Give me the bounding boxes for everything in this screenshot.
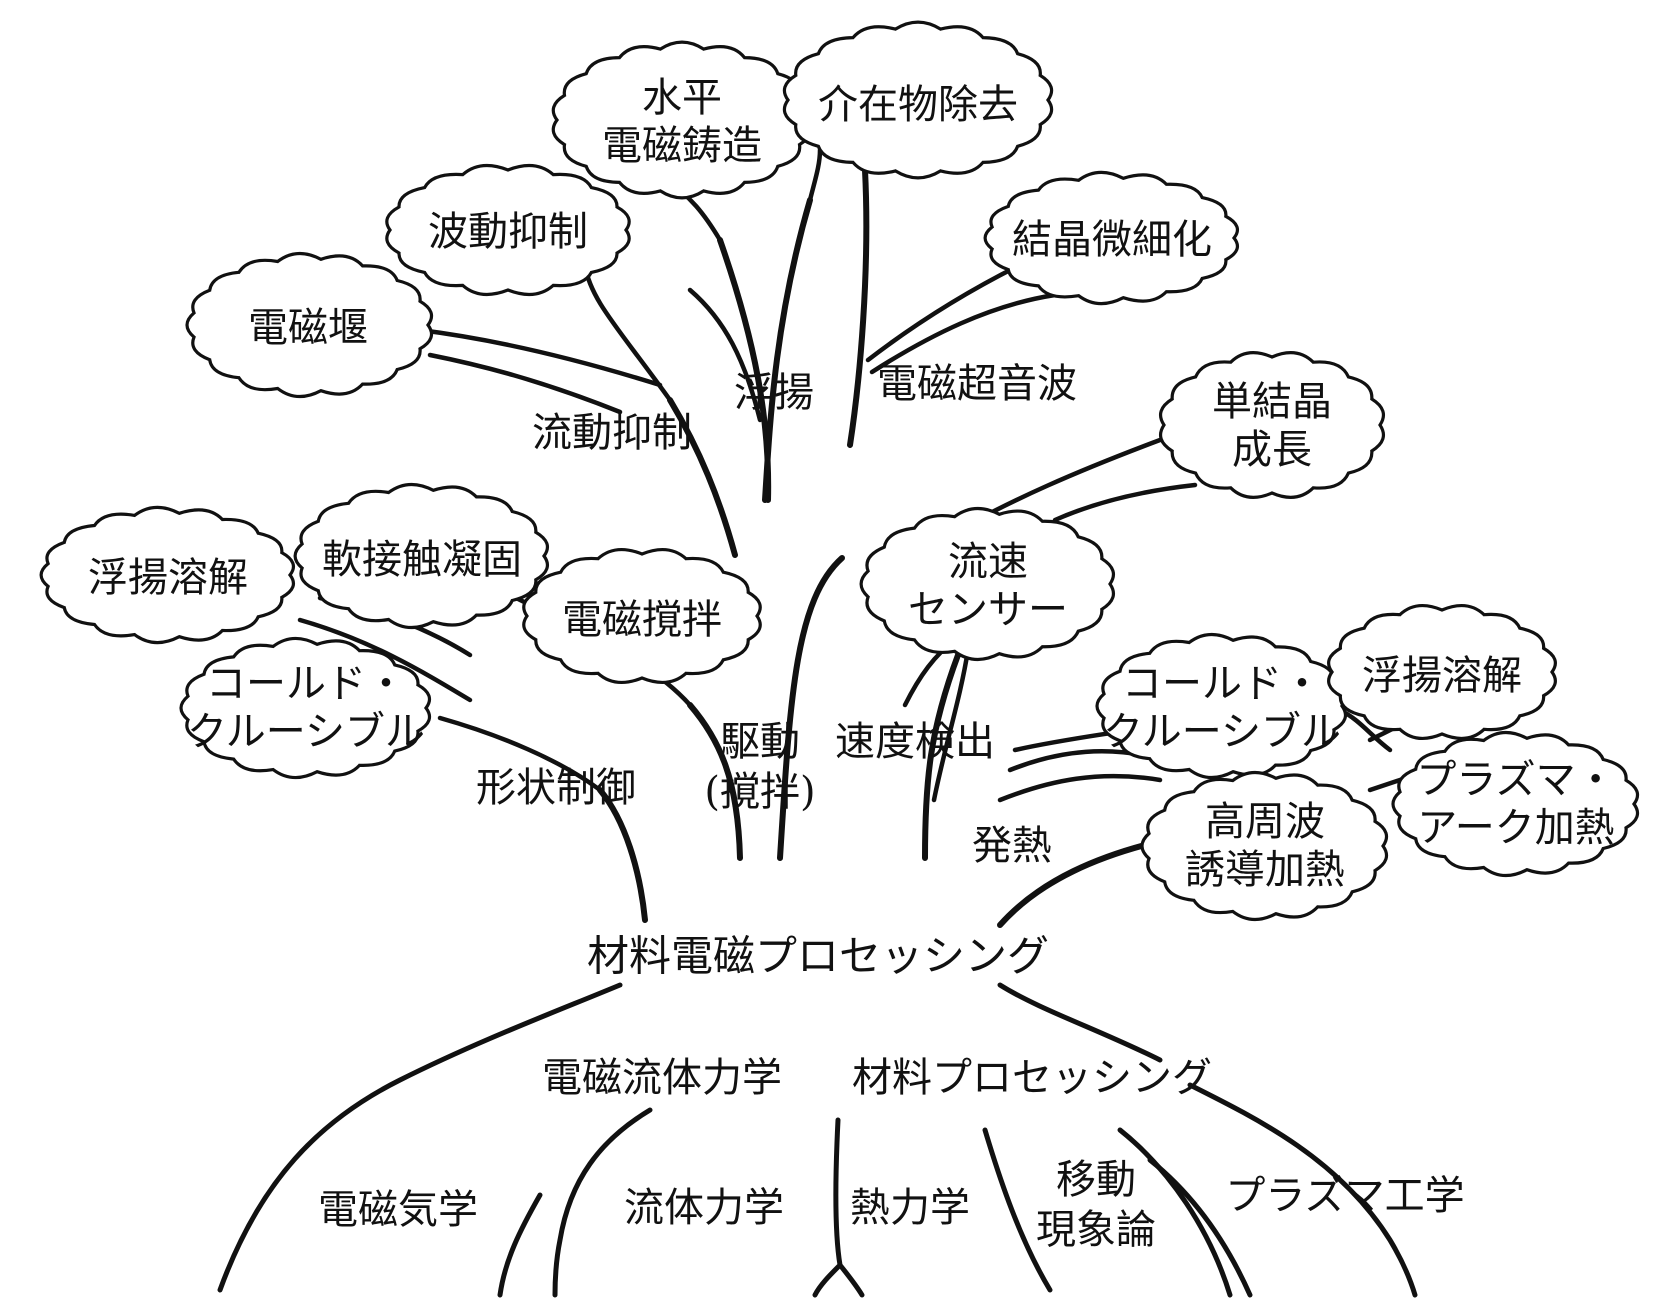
root-electromagnetics: 電磁気学: [318, 1187, 478, 1233]
leaf-soft-contact: 軟接触凝固: [322, 537, 522, 583]
trunk-and-roots: 材料電磁プロセッシング 電磁流体力学 材料プロセッシング 電磁気学 流体力学 熱…: [318, 932, 1465, 1254]
cloud-em-dam: [185, 251, 434, 399]
leaf-wave-suppression: 波動抑制: [428, 209, 588, 255]
leaf-em-stirring: 電磁撹拌: [562, 597, 722, 643]
branch-shape-control: 形状制御: [476, 765, 636, 811]
leaf-levitation-melting-right: 浮揚溶解: [1362, 653, 1522, 699]
cloud-horizontal-casting: [551, 40, 813, 200]
cloud-cold-crucible-left: [179, 636, 432, 780]
leaf-labels: 水平 電磁鋳造 介在物除去 波動抑制 結晶微細化 電磁堰 単結晶 成長 浮揚溶解…: [88, 75, 1616, 893]
cloud-em-stirring: [522, 547, 762, 685]
leaf-cold-crucible-left-line2: クルーシブル: [187, 709, 425, 755]
root-fluid-dynamics: 流体力学: [624, 1185, 784, 1231]
root-transport-phenomena-line1: 移動: [1056, 1157, 1136, 1203]
leaf-cold-crucible-right-line2: クルーシブル: [1103, 709, 1341, 755]
leaf-induction-heating-line1: 高周波: [1205, 799, 1325, 845]
leaf-clouds: [39, 20, 1640, 922]
branch-lines: [297, 147, 1418, 928]
root-plasma-engineering: プラズマ工学: [1225, 1173, 1464, 1219]
cloud-inclusion-removal: [782, 20, 1054, 180]
branch-labels: 流動抑制 浮揚 電磁超音波 形状制御 駆動 (撹拌) 速度検出 発熱: [476, 361, 1077, 869]
leaf-flow-sensor-line2: センサー: [908, 587, 1068, 633]
leaf-horizontal-casting-line2: 電磁鋳造: [602, 123, 762, 169]
root-thermodynamics: 熱力学: [850, 1185, 970, 1231]
branch-drive-line2: (撹拌): [704, 769, 815, 815]
cloud-induction-heating: [1140, 770, 1389, 922]
leaf-horizontal-casting-line1: 水平: [642, 75, 722, 121]
branch-em-ultrasonic: 電磁超音波: [877, 361, 1077, 407]
leaf-grain-refinement: 結晶微細化: [1012, 217, 1212, 263]
cloud-levitation-melting-right: [1327, 603, 1557, 741]
leaf-induction-heating-line2: 誘導加熱: [1185, 847, 1345, 893]
leaf-plasma-arc-line2: アーク加熱: [1417, 805, 1615, 851]
foundation-materials-processing: 材料プロセッシング: [852, 1055, 1212, 1101]
leaf-cold-crucible-right-line1: コールド・: [1122, 661, 1322, 707]
leaf-cold-crucible-left-line1: コールド・: [206, 661, 406, 707]
leaf-flow-sensor-line1: 流速: [948, 539, 1028, 585]
leaf-em-dam: 電磁堰: [248, 305, 368, 351]
cloud-wave-suppression: [385, 163, 631, 297]
cloud-single-crystal: [1158, 351, 1386, 499]
cloud-cold-crucible-right: [1095, 632, 1348, 780]
branch-levitation: 浮揚: [734, 370, 814, 416]
leaf-plasma-arc-line1: プラズマ・: [1416, 757, 1615, 803]
foundation-mhd: 電磁流体力学: [542, 1055, 782, 1101]
cloud-soft-contact: [293, 482, 550, 630]
branch-velocity-detection: 速度検出: [835, 719, 995, 765]
leaf-inclusion-removal: 介在物除去: [818, 82, 1018, 128]
cloud-levitation-melting-left: [39, 505, 296, 645]
leaf-single-crystal-line2: 成長: [1232, 427, 1312, 473]
cloud-flow-sensor: [859, 507, 1116, 661]
leaf-single-crystal-line1: 単結晶: [1212, 379, 1332, 425]
branch-flow-suppression: 流動抑制: [532, 410, 692, 456]
branch-drive-line1: 駆動: [720, 719, 800, 765]
root-lines: [217, 982, 1418, 1298]
root-transport-phenomena-line2: 現象論: [1036, 1207, 1156, 1253]
leaf-levitation-melting-left: 浮揚溶解: [88, 555, 248, 601]
cloud-grain-refinement: [983, 170, 1240, 306]
trunk-label: 材料電磁プロセッシング: [587, 932, 1049, 981]
branch-heat-generation: 発熱: [972, 823, 1052, 869]
cloud-plasma-arc: [1391, 730, 1640, 878]
